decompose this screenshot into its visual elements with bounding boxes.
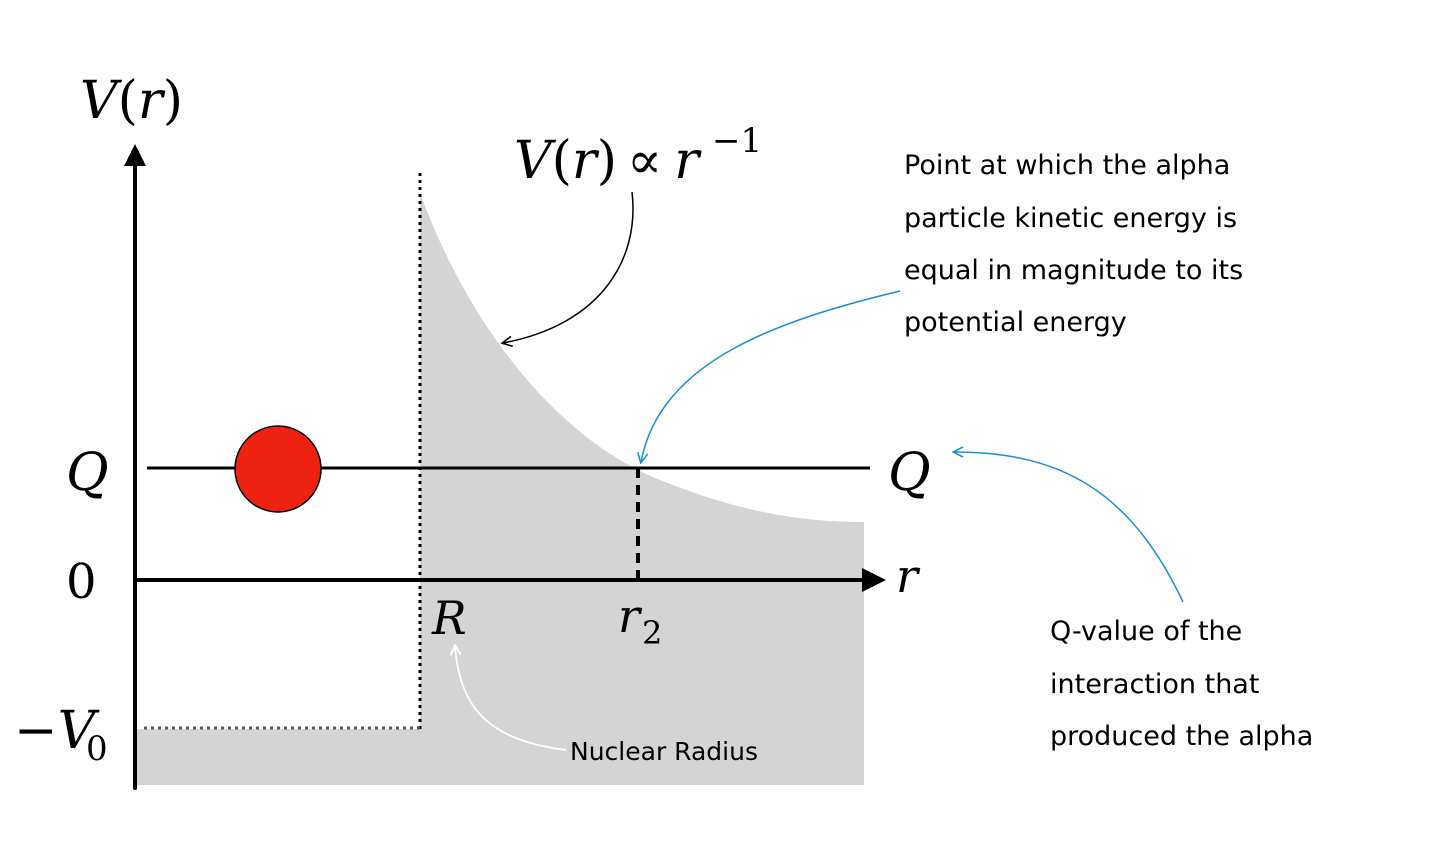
r2-tick-label: r — [618, 589, 643, 643]
alpha-particle — [234, 425, 322, 513]
y-axis-label: V(r) — [80, 71, 183, 131]
nuclear-radius-tick-label: R — [431, 591, 467, 645]
v0-subscript: 0 — [86, 729, 108, 769]
r2-subscript: 2 — [642, 614, 662, 652]
x-axis-arrowhead — [862, 568, 886, 592]
formula-arrow — [503, 191, 634, 343]
coulomb-formula-exponent: −1 — [712, 121, 762, 161]
qvalue-annotation-line: interaction that — [1050, 669, 1259, 700]
intersection-annotation-line: potential energy — [904, 307, 1127, 338]
q-left-label: Q — [66, 443, 109, 503]
qvalue-arrow — [954, 452, 1184, 603]
qvalue-annotation-line: Q-value of the — [1050, 616, 1242, 647]
coulomb-barrier-region — [420, 193, 864, 785]
v0-label: −V — [14, 701, 100, 761]
qvalue-annotation-line: produced the alpha — [1050, 721, 1313, 752]
y-axis-arrowhead — [124, 144, 146, 166]
intersection-annotation-line: particle kinetic energy is — [904, 203, 1237, 234]
nuclear-radius-arrow — [455, 646, 567, 751]
nuclear-radius-annotation: Nuclear Radius — [570, 737, 758, 766]
intersection-annotation: Point at which the alpha particle kineti… — [904, 150, 1243, 338]
intersection-annotation-line: equal in magnitude to its — [904, 255, 1243, 286]
qvalue-annotation: Q-value of the interaction that produced… — [1050, 616, 1313, 752]
intersection-arrow — [641, 290, 901, 462]
x-axis-label: r — [896, 549, 921, 603]
intersection-annotation-line: Point at which the alpha — [904, 150, 1230, 181]
zero-label: 0 — [66, 554, 97, 610]
q-right-label: Q — [888, 443, 931, 503]
well-region — [137, 729, 420, 785]
coulomb-formula: V(r)∝r — [514, 131, 702, 191]
